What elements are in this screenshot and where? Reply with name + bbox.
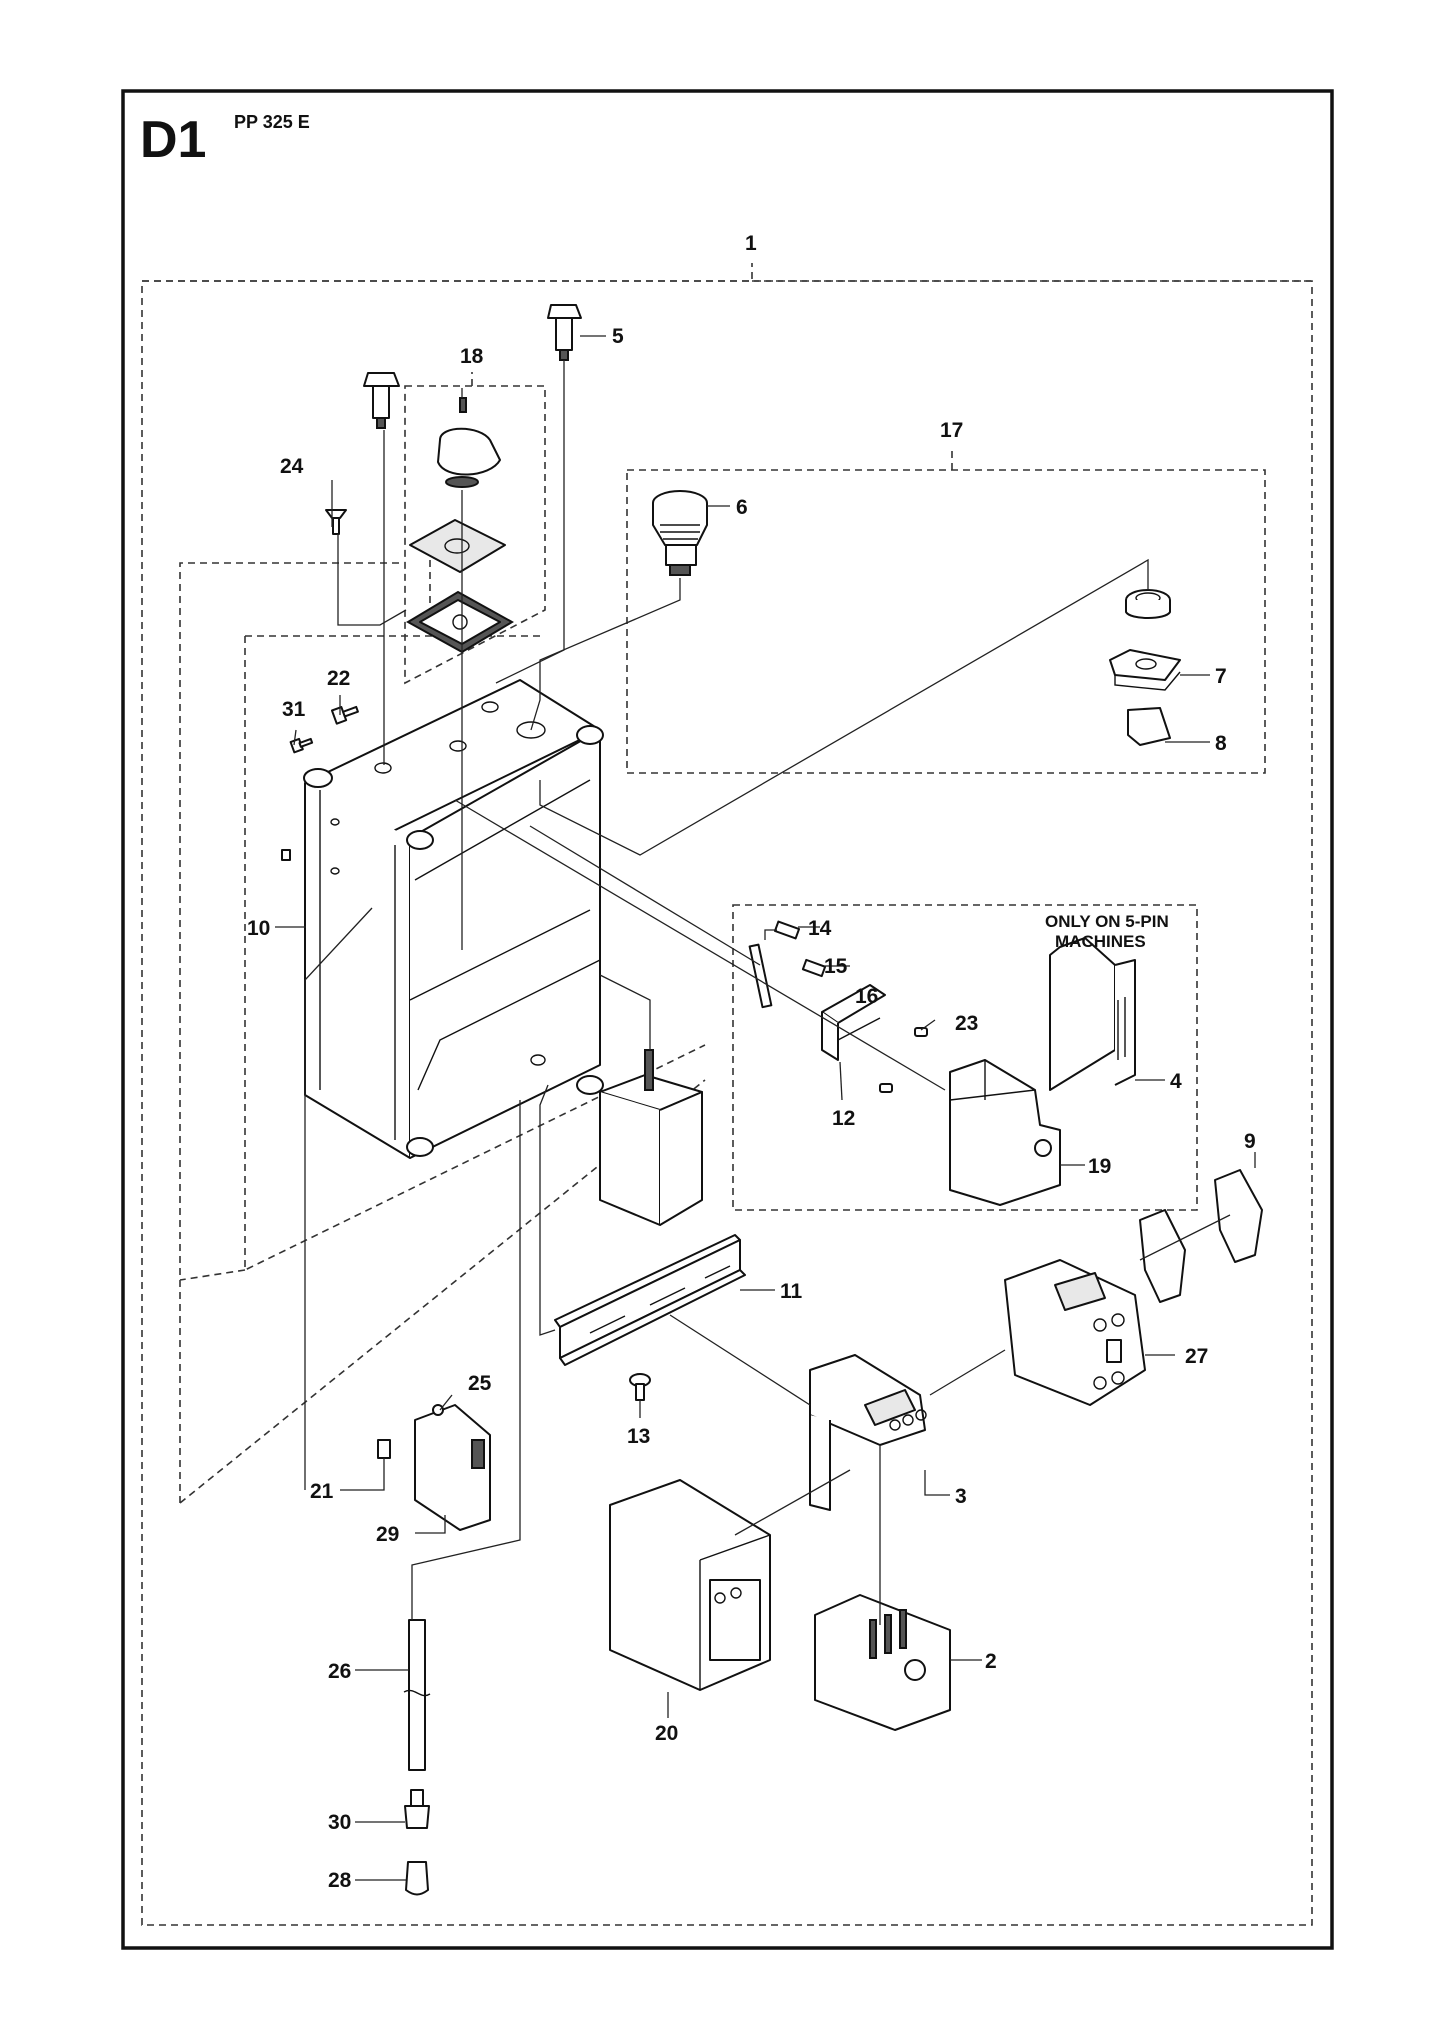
- callout-17: 17: [940, 419, 963, 442]
- assembly-17-boundary: [626, 449, 1266, 774]
- note-line-1: ONLY ON 5-PIN: [1045, 912, 1169, 931]
- push-switch-5: [547, 304, 582, 361]
- callout-14: 14: [808, 917, 832, 940]
- auxiliary-contact-4: [1049, 937, 1136, 1091]
- rotary-knob-18: [437, 397, 501, 488]
- callout-10: 10: [247, 917, 270, 940]
- note-line-2: MACHINES: [1055, 932, 1146, 951]
- callout-26: 26: [328, 1660, 351, 1683]
- switch-plate: [409, 519, 506, 573]
- callout-29: 29: [376, 1523, 399, 1546]
- model-name: PP 325 E: [234, 112, 310, 132]
- callout-23: 23: [955, 1012, 978, 1035]
- screw-left: [281, 849, 291, 861]
- end-clamp-9a: [1214, 1169, 1263, 1263]
- rail-bracket-12: [821, 984, 886, 1061]
- mounting-nut: [1125, 589, 1171, 619]
- pin-15: [773, 920, 801, 940]
- end-clamp-9b: [1139, 1209, 1186, 1303]
- callout-7: 7: [1215, 665, 1227, 688]
- assembly-18-boundary: [404, 372, 546, 685]
- leader-lines: [304, 360, 1231, 1625]
- switch-gasket: [406, 590, 514, 654]
- callout-19: 19: [1088, 1155, 1111, 1178]
- contact-block-holder-7: [1109, 649, 1181, 691]
- pin-16: [801, 958, 827, 978]
- transformer: [599, 1049, 703, 1226]
- screw-13: [629, 1373, 651, 1401]
- callout-24: 24: [280, 455, 304, 478]
- enclosure-box: [303, 679, 604, 1159]
- callout-1: 1: [745, 232, 757, 255]
- callout-28: 28: [328, 1869, 352, 1892]
- circuit-breaker-19: [949, 1059, 1061, 1206]
- callout-6: 6: [736, 496, 748, 519]
- callout-31: 31: [282, 698, 306, 721]
- din-rail-11: [554, 1234, 746, 1366]
- callout-21: 21: [310, 1480, 334, 1503]
- callout-9: 9: [1244, 1130, 1256, 1153]
- callout-pointers: [275, 335, 1256, 1881]
- overload-relay-2: [814, 1594, 951, 1731]
- standoff-21: [377, 1439, 391, 1459]
- assembly-1-bracket: [142, 263, 1312, 282]
- screw-31: [289, 737, 314, 754]
- callout-13: 13: [627, 1425, 650, 1448]
- callout-8: 8: [1215, 732, 1227, 755]
- callout-11: 11: [780, 1280, 803, 1303]
- page-frame: [121, 89, 1334, 1950]
- level-probe-26: [403, 1619, 431, 1771]
- callout-16: 16: [855, 985, 878, 1008]
- probe-holder-30: [404, 1789, 430, 1829]
- enclosure-outline-dashed: [179, 562, 706, 1504]
- callout-27: 27: [1185, 1345, 1208, 1368]
- callout-3: 3: [955, 1485, 967, 1508]
- monitor-relay-20: [609, 1479, 771, 1691]
- nut-25: [432, 1404, 444, 1416]
- contact-block-8: [1127, 707, 1171, 746]
- five-pin-option-boundary: [732, 904, 1198, 1211]
- callout-15: 15: [824, 955, 848, 978]
- section-code: D1: [140, 111, 206, 169]
- screw-12b: [879, 1083, 893, 1093]
- contactor-27: [1004, 1259, 1146, 1406]
- emergency-stop-6: [652, 490, 708, 576]
- screw-23: [914, 1027, 928, 1037]
- circuit-board-29: [414, 1404, 491, 1531]
- callout-25: 25: [468, 1372, 492, 1395]
- callout-5: 5: [612, 325, 624, 348]
- callout-12: 12: [832, 1107, 855, 1130]
- callout-4: 4: [1170, 1070, 1182, 1093]
- terminal-block-3: [809, 1354, 927, 1511]
- callout-labels: 1 2 3 4 5 6 7 8 9 10 11 12 13 14 15 16 1…: [247, 232, 1256, 1892]
- screw-24: [325, 509, 347, 535]
- push-switch-left: [363, 372, 400, 429]
- callout-20: 20: [655, 1722, 678, 1745]
- callout-30: 30: [328, 1811, 351, 1834]
- callout-22: 22: [327, 667, 350, 690]
- callout-18: 18: [460, 345, 484, 368]
- screw-22: [330, 705, 359, 725]
- callout-2: 2: [985, 1650, 997, 1673]
- probe-tip-28: [405, 1861, 429, 1896]
- pin-14: [748, 943, 773, 1009]
